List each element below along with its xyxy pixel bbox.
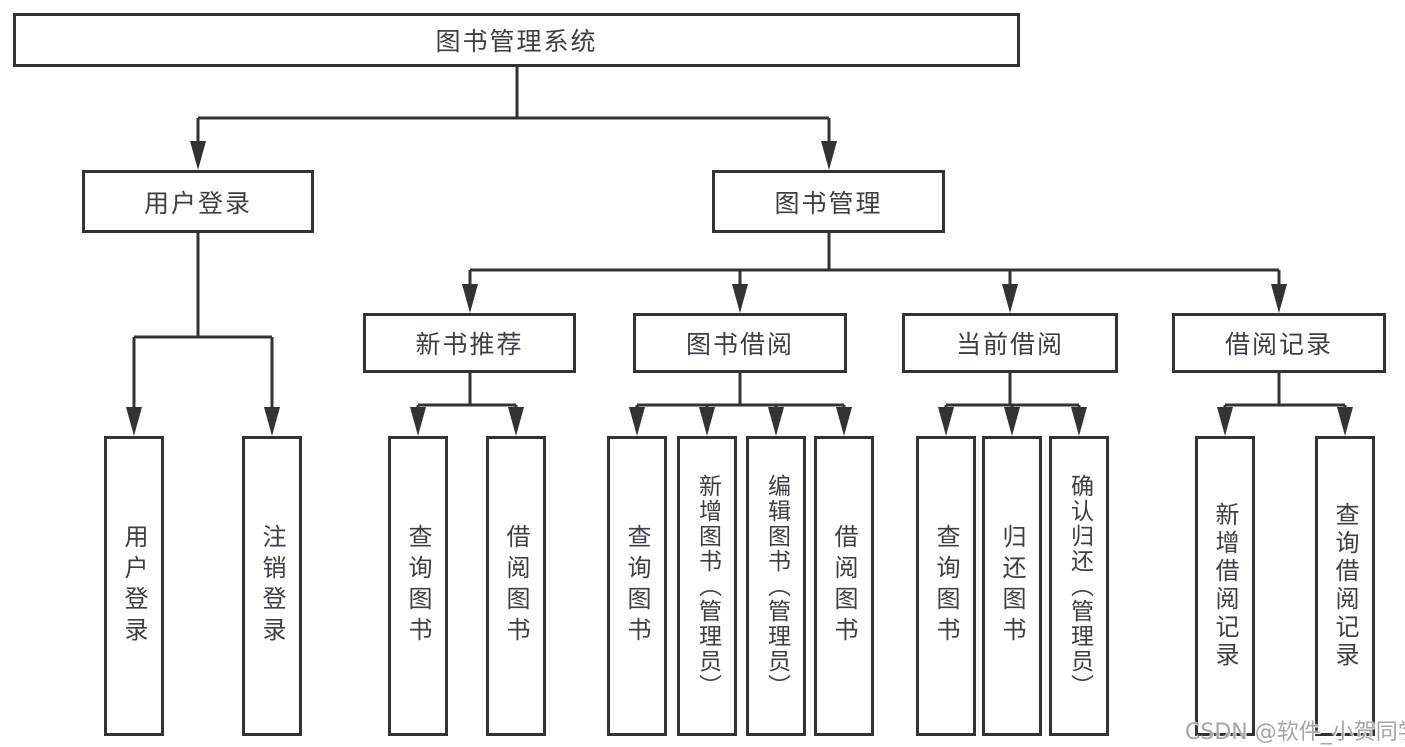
leaf-query-books-current: 查询图书 [916, 436, 976, 736]
node-borrow-records-label: 借阅记录 [1224, 330, 1333, 359]
csdn-watermark: CSDN @软件_小贺同学 [1185, 720, 1405, 745]
leaf-query-books-current-label: 查询图书 [932, 524, 960, 648]
leaf-query-books-recommend: 查询图书 [388, 436, 448, 736]
node-new-book-recommend: 新书推荐 [363, 313, 576, 373]
leaf-borrow-books-label: 借阅图书 [830, 524, 858, 648]
leaf-query-books-borrow-label: 查询图书 [623, 524, 651, 648]
connector-book-borrow [635, 373, 846, 409]
leaf-confirm-return-admin-label: 确认归还（管理员） [1066, 473, 1093, 699]
root-node-label: 图书管理系统 [435, 27, 598, 56]
node-user-login: 用户登录 [82, 170, 314, 233]
connector-book-management [468, 233, 1281, 285]
node-book-borrow: 图书借阅 [633, 313, 847, 373]
leaf-borrow-books-recommend: 借阅图书 [486, 436, 546, 736]
arrowheads [126, 141, 1353, 436]
leaf-edit-book-admin-label: 编辑图书（管理员） [763, 473, 790, 699]
leaf-add-borrow-record: 新增借阅记录 [1195, 436, 1255, 736]
node-current-borrow-label: 当前借阅 [955, 330, 1064, 359]
leaf-borrow-books-recommend-label: 借阅图书 [502, 524, 530, 648]
leaf-query-books-recommend-label: 查询图书 [404, 524, 432, 648]
leaf-user-login-label: 用户登录 [120, 524, 148, 648]
leaf-add-book-admin-label: 新增图书（管理员） [694, 473, 721, 699]
leaf-logout-label: 注销登录 [258, 524, 286, 648]
leaf-logout: 注销登录 [242, 436, 302, 736]
leaf-confirm-return-admin: 确认归还（管理员） [1049, 436, 1109, 736]
root-node: 图书管理系统 [13, 13, 1020, 67]
leaf-query-borrow-record-label: 查询借阅记录 [1331, 502, 1359, 670]
node-book-management: 图书管理 [712, 170, 945, 233]
node-book-borrow-label: 图书借阅 [685, 330, 794, 359]
connector-current-borrow [944, 373, 1081, 409]
node-borrow-records: 借阅记录 [1172, 313, 1386, 373]
leaf-query-borrow-record: 查询借阅记录 [1315, 436, 1375, 736]
connector-user-login [132, 233, 274, 409]
leaf-return-books-label: 归还图书 [998, 524, 1026, 648]
leaf-borrow-books: 借阅图书 [814, 436, 874, 736]
leaf-user-login: 用户登录 [104, 436, 164, 736]
connector-new-book-recommend [416, 373, 518, 409]
leaf-edit-book-admin: 编辑图书（管理员） [746, 436, 806, 736]
connector-root [196, 67, 831, 143]
leaf-query-books-borrow: 查询图书 [607, 436, 667, 736]
node-user-login-label: 用户登录 [143, 188, 252, 218]
node-new-book-recommend-label: 新书推荐 [415, 330, 524, 359]
leaf-add-borrow-record-label: 新增借阅记录 [1211, 502, 1239, 670]
leaf-add-book-admin: 新增图书（管理员） [677, 436, 737, 736]
node-current-borrow: 当前借阅 [902, 313, 1118, 373]
leaf-return-books: 归还图书 [982, 436, 1042, 736]
connector-borrow-records [1223, 373, 1347, 409]
node-book-management-label: 图书管理 [774, 188, 883, 218]
